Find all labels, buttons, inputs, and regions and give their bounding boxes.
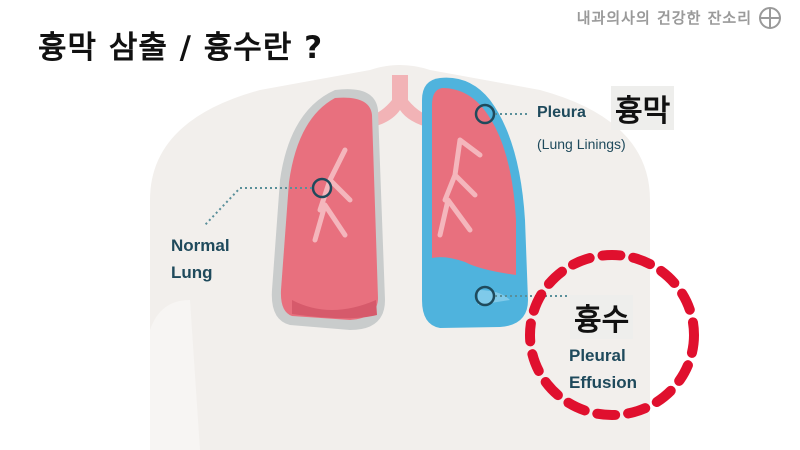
trachea [360,75,440,130]
pleura-label: Pleura [537,104,586,121]
effusion-label: Pleural Effusion [569,346,637,392]
affected-lung [432,88,516,275]
pleura-sub-label: (Lung Linings) [537,136,626,152]
crosshair-circle-icon [759,7,781,29]
effusion-highlight-circle [525,250,699,420]
page-title: 흉막 삼출 / 흉수란 ? [38,30,324,66]
pleura-korean-label: 흉막 [611,86,675,130]
brand-text: 내과의사의 건강한 잔소리 [576,9,752,27]
normal-lung-label: Normal Lung [171,236,230,282]
effusion-korean-label: 흉수 [570,295,634,339]
effusion-marker [474,285,496,307]
body-silhouette [150,65,650,450]
pleura-marker [474,103,496,125]
normal-lung-marker [311,177,333,199]
